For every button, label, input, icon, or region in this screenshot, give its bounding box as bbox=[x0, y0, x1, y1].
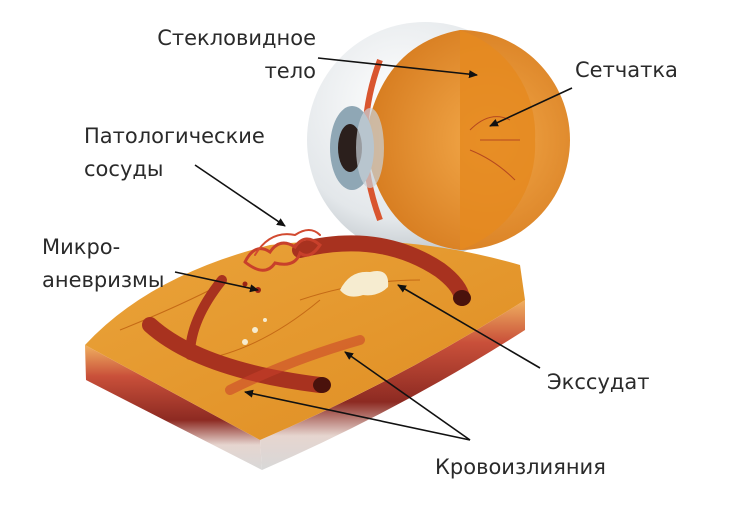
label-vitreous-line2: тело bbox=[264, 59, 316, 83]
label-exudate: Экссудат bbox=[547, 370, 650, 394]
exudate-patches bbox=[242, 271, 389, 345]
retina-surface bbox=[85, 240, 525, 440]
callout-arrows bbox=[174, 57, 573, 441]
label-vitreous: Стекловидное тело bbox=[130, 22, 316, 88]
label-pathological-vessels: Патологические сосуды bbox=[84, 120, 265, 186]
label-retina: Сетчатка bbox=[575, 58, 678, 82]
label-pathological-line2: сосуды bbox=[84, 157, 164, 181]
label-hemorrhages: Кровоизлияния bbox=[435, 455, 606, 479]
label-microaneurysm-line1: Микро- bbox=[42, 235, 121, 259]
label-microaneurysm-line2: аневризмы bbox=[42, 268, 165, 292]
blood-vessels bbox=[142, 229, 471, 395]
label-vitreous-line1: Стекловидное bbox=[157, 26, 316, 50]
eyeball bbox=[307, 22, 570, 258]
label-pathological-line1: Патологические bbox=[84, 124, 265, 148]
label-microaneurysms: Микро- аневризмы bbox=[42, 231, 164, 297]
